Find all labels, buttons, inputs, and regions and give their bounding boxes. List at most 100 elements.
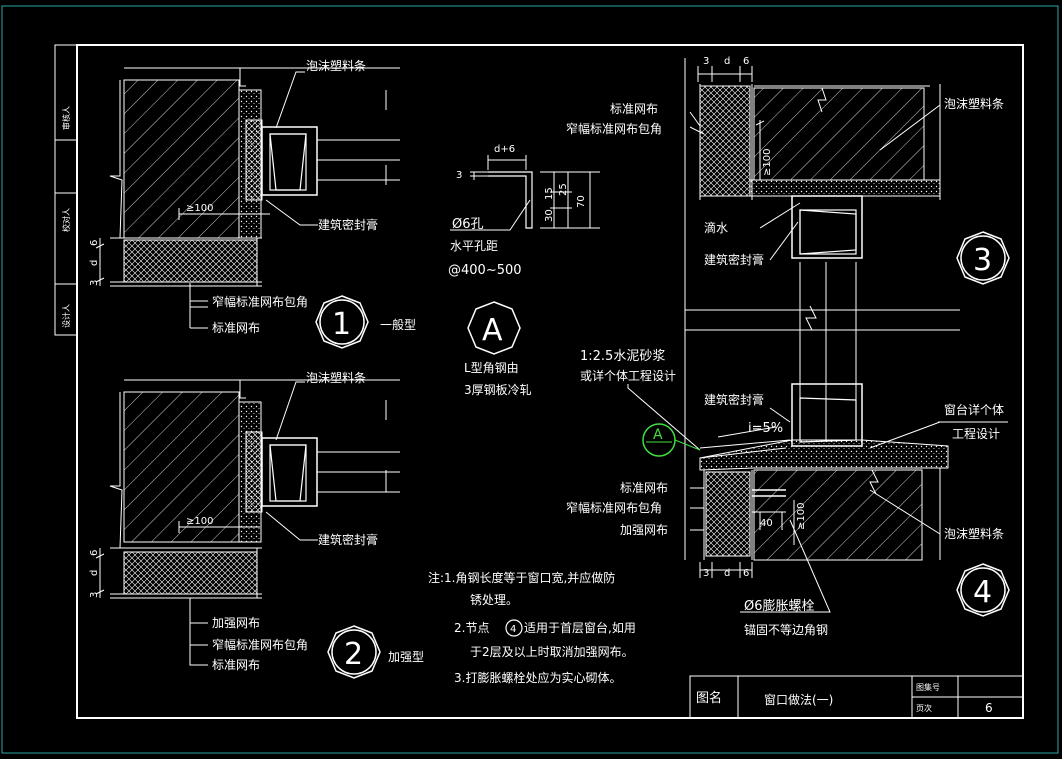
detail3-plaster	[749, 179, 941, 197]
side-signature-block: 审核人 校对人 设计人	[54, 44, 78, 336]
detail4-slope: i=5%	[748, 421, 783, 436]
detail4-number-circle	[960, 567, 1006, 613]
detailA-caption-2: 3厚钢板冷轧	[464, 383, 532, 397]
detail1-dim-3: 3	[89, 280, 100, 286]
detail4-dim-100: ≥100	[796, 503, 807, 530]
detail1-sealant	[245, 119, 263, 201]
detail2-insulation	[123, 551, 258, 595]
detail1-dim-d: d	[89, 260, 100, 266]
detail4-dim-d: d	[724, 568, 730, 579]
note-line1: 注:1.角钢长度等于窗口宽,并应做防	[428, 570, 615, 585]
detail4-dim-40: 40	[760, 518, 773, 529]
detail-a	[450, 155, 600, 355]
note-circle-4	[505, 619, 523, 637]
detail2-label-mesh-wrap: 窄幅标准网布包角	[212, 637, 308, 652]
detail3-number: 3	[973, 243, 992, 278]
detail2-type: 加强型	[388, 650, 424, 664]
detail2-wall-hatch	[123, 391, 240, 543]
detail1-dim-6: 6	[89, 240, 100, 246]
detail1-number: 1	[332, 307, 351, 342]
detail3-dim-3: 3	[703, 56, 709, 67]
detail3-label-mesh-std: 标准网布	[610, 102, 658, 116]
detail1-window-frame	[261, 126, 318, 196]
detail4-mortar-1: 1:2.5水泥砂浆	[580, 349, 665, 364]
note-line2: 2.节点	[454, 621, 489, 635]
detail4-mortar-2: 或详个体工程设计	[580, 368, 676, 383]
detail4-wall-hatch	[753, 469, 923, 561]
detail4-window-frame	[791, 383, 863, 447]
detailA-dim-d6: d+6	[494, 144, 515, 155]
notes: 注:1.角钢长度等于窗口宽,并应做防 锈处理。 2.节点 4 适用于首层窗台,如…	[428, 570, 636, 685]
detailA-dim-30: 30	[544, 209, 555, 222]
detailA-caption-1: L型角钢由	[464, 361, 519, 375]
side-reviewer: 审核人	[61, 106, 71, 130]
detail4-callout: A	[653, 427, 663, 443]
detail3-label-foam: 泡沫塑料条	[944, 96, 1004, 111]
detail2-sealant	[245, 431, 263, 513]
detail3-window-frame	[791, 195, 863, 259]
detail3-label-sealant: 建筑密封膏	[704, 252, 764, 267]
note-line2-circle: 4	[510, 624, 516, 635]
detailA-dim-3: 3	[456, 170, 462, 181]
detail3-dim-100: ≥100	[762, 149, 773, 176]
side-checker: 校对人	[61, 208, 71, 232]
detailA-dim-70: 70	[576, 195, 587, 208]
detail-1	[95, 67, 400, 349]
detail3-wall-hatch	[753, 87, 925, 181]
detail4-number: 4	[973, 575, 992, 610]
detail2-number: 2	[344, 637, 363, 672]
detail4-dim-6: 6	[743, 568, 749, 579]
note-line2-rest: 适用于首层窗台,如用	[524, 620, 636, 635]
detail1-label-sealant: 建筑密封膏	[318, 217, 378, 232]
detail1-insulation-top	[123, 239, 258, 283]
detail1-dim-100: ≥100	[186, 203, 213, 214]
inner-frame	[76, 44, 1024, 719]
side-designer: 设计人	[61, 304, 71, 328]
detail4-insulation	[705, 471, 751, 557]
detail4-bolt-2: 锚固不等边角钢	[744, 622, 828, 637]
detail1-label-top: 泡沫塑料条	[306, 58, 366, 73]
title-label-page: 页次	[916, 703, 932, 713]
detailA-letter: A	[482, 313, 503, 348]
note-line3: 3.打膨胀螺栓处应为实心砌体。	[454, 670, 621, 685]
detail1-wall-hatch	[123, 79, 240, 239]
detailA-spacing: @400~500	[448, 263, 522, 278]
angle-steel-profile	[488, 171, 533, 229]
outer-frame	[1, 5, 1059, 754]
title-label-name: 图名	[696, 690, 722, 706]
detail4-bolt-1: Ø6膨胀螺栓	[744, 599, 815, 614]
detail1-label-mesh-wrap: 窄幅标准网布包角	[212, 294, 308, 309]
detail2-number-circle	[331, 629, 377, 675]
detailA-dim-25: 25	[558, 183, 569, 196]
detail4-sill	[699, 439, 949, 471]
detail4-label-foam: 泡沫塑料条	[944, 526, 1004, 541]
detail2-label-mesh-std: 标准网布	[212, 658, 260, 672]
detail4-label-mesh-reinf: 加强网布	[620, 523, 668, 537]
detail1-number-circle	[319, 299, 365, 345]
detail2-dim-d: d	[89, 570, 100, 576]
detail3-label-drip: 滴水	[704, 220, 728, 235]
detail-4	[627, 330, 1010, 617]
detail1-label-mesh-std: 标准网布	[212, 321, 260, 335]
detail4-label-mesh-std: 标准网布	[620, 481, 668, 495]
detail2-dim-6: 6	[89, 550, 100, 556]
detail2-label-mesh-reinf: 加强网布	[212, 616, 260, 630]
detail3-insulation	[699, 85, 751, 197]
title-page-no: 6	[985, 701, 993, 715]
detail3-number-circle	[960, 235, 1006, 281]
detailA-spacing-label: 水平孔距	[450, 239, 498, 253]
detail4-label-sealant: 建筑密封膏	[704, 392, 764, 407]
detail3-dim-6: 6	[743, 56, 749, 67]
title-text: 窗口做法(一)	[764, 692, 833, 707]
detail1-type: 一般型	[380, 317, 416, 332]
detail-2	[95, 379, 400, 679]
detail2-label-top: 泡沫塑料条	[306, 370, 366, 385]
note-line2b: 于2层及以上时取消加强网布。	[470, 645, 634, 659]
note-line1b: 锈处理。	[470, 593, 518, 607]
detail2-dim-3: 3	[89, 592, 100, 598]
detail-3	[684, 58, 1010, 331]
detail4-label-mesh-wrap: 窄幅标准网布包角	[566, 500, 662, 515]
title-block	[689, 675, 1024, 719]
detail4-dim-3: 3	[703, 568, 709, 579]
